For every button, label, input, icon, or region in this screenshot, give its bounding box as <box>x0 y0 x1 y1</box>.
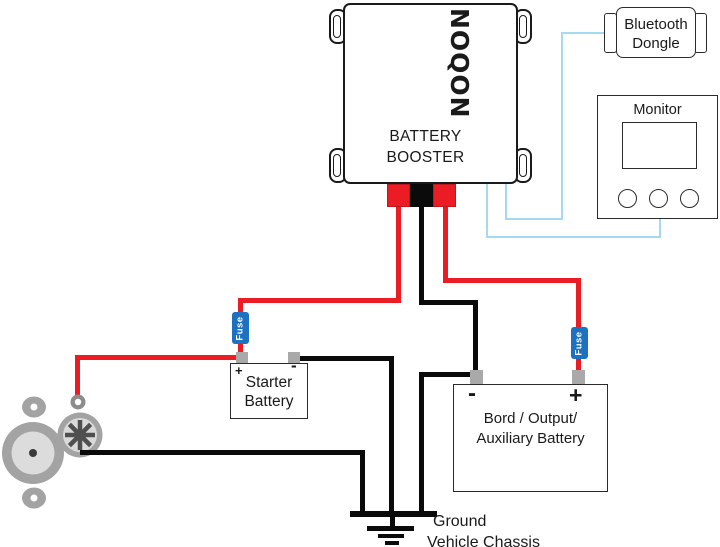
ground-stub <box>390 517 395 527</box>
battery-booster-box <box>343 3 518 184</box>
ground-label: Ground <box>433 513 487 530</box>
wire-starter-negative-to-ground-v <box>389 356 394 514</box>
wire-negative-booster-to-aux-h <box>419 300 478 305</box>
booster-brand-logo: NOQON <box>445 8 474 119</box>
wire-alternator-negative-to-ground-v <box>360 450 365 514</box>
wire-positive-aux-fuse-to-terminal <box>576 357 581 371</box>
alternator-terminal-hole <box>74 398 82 406</box>
starter-battery-fuse: Fuse <box>232 312 249 344</box>
monitor: Monitor <box>597 95 718 219</box>
ground-bus-bar <box>350 511 437 517</box>
booster-connector-positive-left <box>387 184 410 207</box>
wire-data-bluetooth-h2 <box>561 32 605 34</box>
alternator-ear-bottom-hole <box>30 494 38 502</box>
starter-battery-negative-terminal <box>288 352 300 364</box>
starter-battery-plus-sign: + <box>235 363 243 378</box>
ground-symbol-bar-1 <box>367 526 414 531</box>
booster-label: BATTERY BOOSTER <box>343 126 508 168</box>
wire-positive-alternator-v <box>75 358 80 398</box>
alternator-shaft-dot <box>29 449 37 457</box>
booster-mounting-slot-bottom-right <box>519 154 527 177</box>
wire-negative-booster-v <box>419 206 424 305</box>
monitor-button-1 <box>618 189 637 208</box>
aux-battery-positive-terminal <box>572 370 585 385</box>
wire-positive-booster-left-v <box>396 206 401 303</box>
vehicle-chassis-label: Vehicle Chassis <box>427 534 540 547</box>
starter-fuse-label: Fuse <box>235 315 246 341</box>
wire-data-monitor-v2 <box>659 219 661 238</box>
booster-connector-negative <box>410 184 433 207</box>
wire-positive-into-aux-fuse <box>576 283 581 328</box>
bluetooth-dongle-label-line2: Dongle <box>632 35 680 52</box>
aux-battery-plus-sign: + <box>569 382 583 408</box>
monitor-title: Monitor <box>633 102 682 118</box>
wire-positive-starter-fuse-to-terminal <box>238 343 243 354</box>
alternator-icon <box>2 394 103 509</box>
booster-label-line2: BOOSTER <box>386 149 465 166</box>
booster-label-line1: BATTERY <box>389 128 462 145</box>
booster-connector-positive-right <box>433 184 456 207</box>
wire-aux-negative-to-ground-v <box>419 372 424 514</box>
monitor-button-3 <box>680 189 699 208</box>
wire-positive-booster-to-starter-h <box>238 298 401 303</box>
booster-mounting-slot-top-left <box>333 15 341 38</box>
bluetooth-dongle-label-line1: Bluetooth <box>624 16 688 33</box>
ground-symbol-bar-3 <box>385 541 399 545</box>
alternator-fan-hub <box>76 431 84 439</box>
starter-battery: Starter Battery <box>230 363 308 419</box>
aux-battery-label-line1: Bord / Output/ <box>483 410 578 427</box>
wire-data-bluetooth-h1 <box>505 218 563 220</box>
wire-positive-booster-to-aux-h <box>443 278 581 283</box>
aux-battery-label-line2: Auxiliary Battery <box>476 429 585 447</box>
wire-positive-alternator-to-starter-h <box>75 355 242 360</box>
aux-battery: Bord / Output/ Auxiliary Battery <box>453 384 608 492</box>
wire-aux-negative-h <box>422 372 471 377</box>
alternator-ear-top-hole <box>30 403 38 411</box>
booster-mounting-slot-bottom-left <box>333 154 341 177</box>
wire-data-monitor-h <box>486 236 661 238</box>
starter-battery-minus-sign: - <box>291 356 297 375</box>
monitor-screen <box>622 122 697 169</box>
aux-battery-fuse: Fuse <box>571 327 588 359</box>
booster-mounting-slot-top-right <box>519 15 527 38</box>
wire-positive-booster-right-v <box>443 206 448 283</box>
wire-data-bluetooth-v1 <box>505 184 507 220</box>
starter-battery-label-line1: Starter <box>245 374 293 391</box>
wire-positive-into-starter-fuse <box>238 303 243 313</box>
wire-data-monitor-v1 <box>486 184 488 238</box>
wire-alternator-negative-h <box>80 450 365 455</box>
wire-negative-down-to-aux-terminal <box>473 300 478 371</box>
aux-battery-negative-terminal <box>470 370 483 385</box>
ground-symbol-bar-2 <box>378 534 404 538</box>
starter-battery-label-line2: Battery <box>244 393 294 410</box>
starter-battery-positive-terminal <box>236 352 248 364</box>
aux-fuse-label: Fuse <box>574 330 585 356</box>
wire-data-bluetooth-v2 <box>561 32 563 220</box>
bluetooth-dongle: Bluetooth Dongle <box>616 7 696 58</box>
monitor-button-2 <box>649 189 668 208</box>
wire-starter-negative-h <box>299 356 394 361</box>
aux-battery-minus-sign: - <box>468 380 476 407</box>
